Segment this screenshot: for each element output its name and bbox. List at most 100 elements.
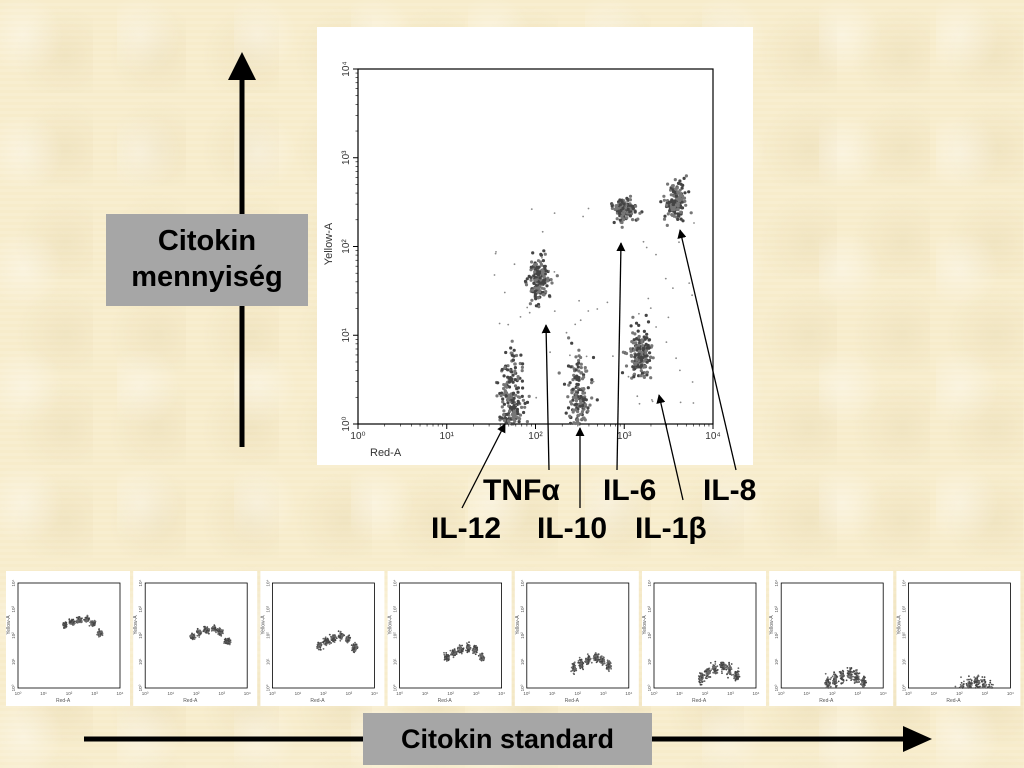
data-point [72, 621, 75, 624]
label-pointers [461, 229, 737, 509]
small-y-tick-label: 10⁴ [138, 579, 143, 586]
data-point [479, 653, 482, 656]
data-point [691, 294, 693, 297]
data-point [981, 676, 984, 678]
data-point [853, 679, 856, 682]
data-point [620, 214, 624, 219]
data-point [636, 395, 639, 398]
data-point [542, 293, 546, 297]
small-y-tick-label: 10⁰ [265, 684, 270, 691]
small-y-tick-label: 10¹ [647, 658, 652, 665]
data-point [970, 679, 973, 682]
cytokine-standard-label: Citokin standard [363, 713, 652, 765]
small-x-tick-label: 10⁴ [498, 691, 505, 696]
data-point [852, 675, 854, 678]
data-point [531, 288, 535, 292]
data-point [513, 366, 518, 370]
data-point [704, 677, 707, 679]
data-point [582, 373, 586, 377]
data-point [63, 622, 66, 625]
data-point [737, 667, 740, 670]
data-point [86, 614, 89, 617]
standard-plot-area [271, 582, 375, 689]
small-x-axis-label: Red-A [819, 698, 834, 704]
data-point [713, 670, 716, 672]
small-x-tick-label: 10⁴ [244, 691, 251, 696]
data-point [860, 683, 863, 685]
data-point [981, 685, 984, 688]
data-point [662, 198, 667, 202]
data-point [586, 663, 588, 666]
data-point [705, 670, 708, 673]
data-point [326, 637, 329, 640]
data-point [553, 310, 556, 312]
data-point [468, 644, 471, 647]
data-point [681, 219, 685, 223]
data-point [539, 252, 543, 256]
standard-plot-frame [387, 571, 512, 706]
data-point [525, 277, 529, 281]
data-point [692, 402, 695, 404]
data-point [475, 646, 477, 649]
data-point [193, 638, 196, 640]
data-point [511, 358, 515, 362]
data-point [84, 618, 87, 620]
data-point [577, 348, 581, 352]
data-point [568, 381, 572, 385]
data-point [517, 420, 521, 424]
data-point [460, 652, 463, 655]
data-point [453, 648, 456, 651]
data-point [618, 203, 622, 207]
data-point [575, 667, 577, 670]
data-point [642, 240, 645, 243]
data-point [466, 649, 469, 652]
data-point [548, 269, 550, 272]
data-point [637, 335, 641, 339]
data-point [533, 286, 537, 290]
data-point [507, 323, 510, 326]
data-point [208, 629, 210, 632]
data-point [849, 672, 852, 675]
data-point [573, 376, 577, 380]
data-point [680, 200, 684, 204]
y-tick-label: 10⁴ [341, 61, 352, 76]
small-y-tick-label: 10² [11, 632, 16, 639]
cluster-tnfα [523, 249, 559, 309]
data-point [574, 669, 576, 671]
data-point [606, 659, 609, 662]
data-point [573, 662, 576, 665]
data-point [667, 316, 670, 319]
data-point [536, 296, 541, 300]
x-tick-label: 10¹ [440, 431, 455, 442]
data-point [507, 393, 511, 397]
data-point [501, 400, 505, 404]
data-point [969, 678, 972, 681]
data-point [191, 637, 194, 640]
data-point [502, 418, 506, 422]
small-y-tick-label: 10³ [393, 606, 398, 613]
data-point [91, 622, 93, 625]
data-point [857, 672, 860, 675]
standard-plot-area [780, 582, 884, 689]
data-point [536, 282, 539, 285]
small-y-tick-label: 10² [520, 632, 525, 639]
data-point [651, 356, 655, 360]
data-point [960, 676, 962, 679]
data-point [720, 662, 723, 665]
data-point [533, 270, 537, 274]
data-point [645, 346, 649, 350]
data-point [500, 367, 504, 372]
data-point [217, 630, 220, 632]
data-point [339, 631, 342, 634]
x-tick-label: 10⁴ [705, 431, 720, 442]
data-point [640, 371, 645, 375]
data-point [601, 664, 604, 666]
data-point [839, 671, 842, 674]
data-point [829, 682, 831, 685]
data-point [710, 669, 712, 672]
data-point [664, 277, 667, 280]
data-point [576, 386, 580, 390]
data-point [495, 394, 499, 398]
data-point [637, 323, 641, 327]
data-point [466, 651, 469, 654]
